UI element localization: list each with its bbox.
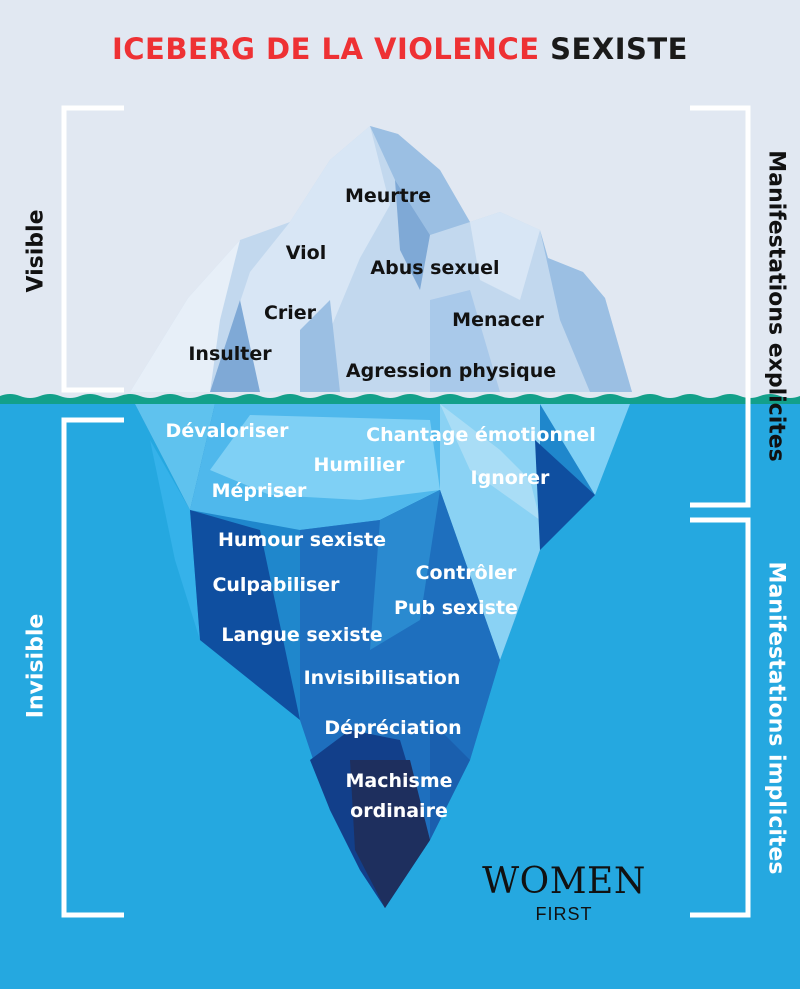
label-depreciation: Dépréciation: [324, 717, 462, 739]
iceberg-tip: [130, 126, 632, 392]
brand-name: WOMEN: [482, 861, 646, 902]
visible-bracket: [61, 105, 124, 393]
label-insulter: Insulter: [188, 343, 272, 365]
label-ignorer: Ignorer: [470, 467, 550, 489]
label-culpabiliser: Culpabiliser: [212, 574, 340, 596]
label-agression-physique: Agression physique: [345, 360, 557, 382]
label-invisibilisation: Invisibilisation: [303, 667, 461, 689]
label-devaloriser: Dévaloriser: [165, 420, 289, 442]
page-title: ICEBERG DE LA VIOLENCE SEXISTE: [0, 32, 800, 66]
label-controler: Contrôler: [415, 562, 517, 584]
label-crier: Crier: [263, 302, 317, 324]
label-abus-sexuel: Abus sexuel: [370, 257, 500, 279]
label-langue-sexiste: Langue sexiste: [221, 624, 383, 646]
label-chantage-emotionnel: Chantage émotionnel: [366, 424, 596, 446]
label-humour-sexiste: Humour sexiste: [217, 529, 387, 551]
visible-label: Visible: [23, 209, 49, 293]
label-pub-sexiste: Pub sexiste: [394, 597, 518, 619]
brand-sub: FIRST: [535, 904, 593, 924]
invisible-label: Invisible: [23, 613, 49, 719]
implicit-bracket: [690, 517, 751, 918]
women-first-logo: WOMEN FIRST: [482, 864, 646, 925]
invisible-bracket: [61, 417, 124, 918]
iceberg-underwater: [135, 404, 630, 908]
explicit-bracket: [690, 105, 751, 508]
label-machisme-ordinaire: Machisme ordinaire: [345, 770, 453, 823]
title-dark-part: SEXISTE: [550, 32, 688, 66]
label-mepriser: Mépriser: [211, 480, 307, 502]
label-meurtre: Meurtre: [344, 185, 432, 207]
explicit-manifestations-label: Manifestations explicites: [763, 150, 789, 462]
label-viol: Viol: [285, 242, 327, 264]
label-menacer: Menacer: [452, 309, 544, 331]
title-red-part: ICEBERG DE LA VIOLENCE: [111, 32, 540, 66]
implicit-manifestations-label: Manifestations implicites: [763, 561, 789, 875]
label-humilier: Humilier: [313, 454, 405, 476]
waterline: [0, 394, 800, 404]
